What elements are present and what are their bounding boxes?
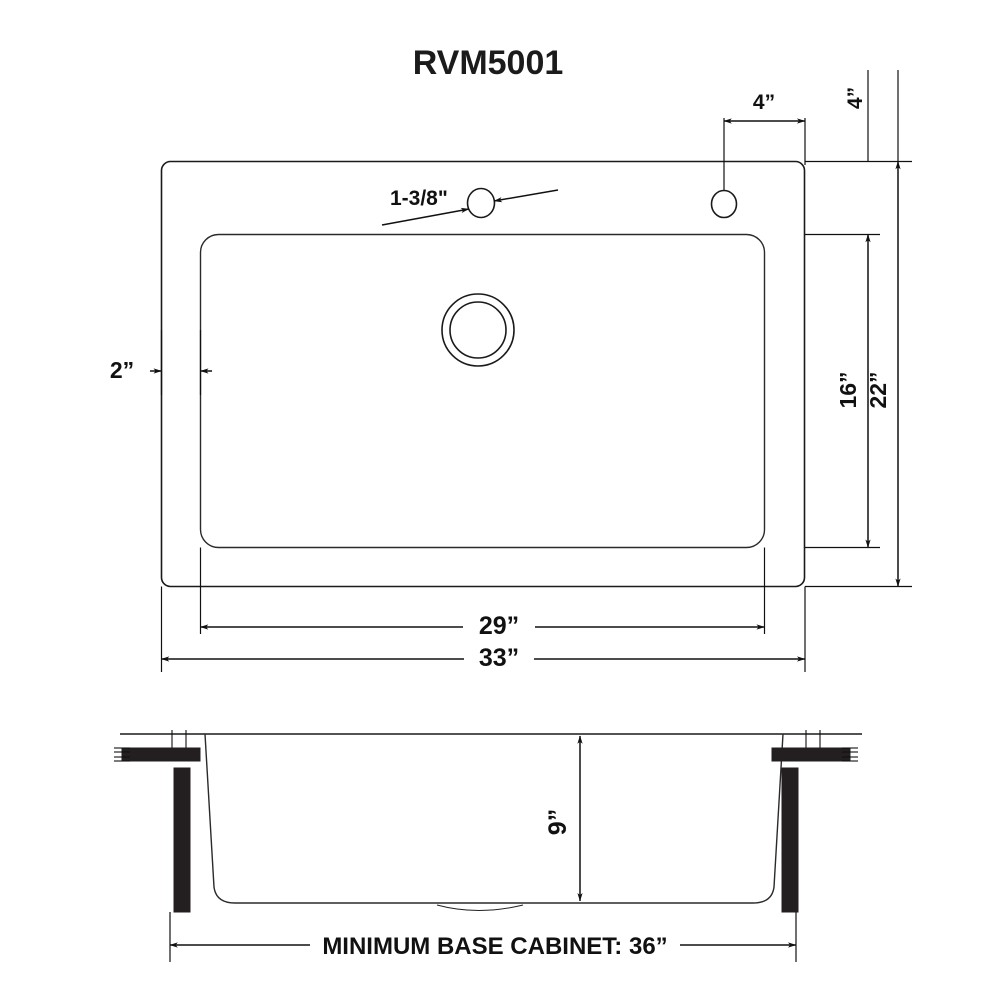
cross-section-view: 9” MINIMUM BASE CABINET: 36” (114, 730, 862, 962)
dimension-rim-left-offset: 2” (110, 330, 212, 395)
section-drain-dip (436, 904, 524, 911)
dimension-4in-vertical-label: 4” (844, 87, 867, 109)
min-base-cabinet-label: MINIMUM BASE CABINET: 36” (322, 933, 667, 960)
faucet-hole-diameter-label: 1-3/8" (390, 187, 448, 210)
top-view (160, 160, 806, 588)
faucet-hole-icon-right (710, 189, 738, 219)
drain-circle-icon (441, 293, 515, 367)
dimension-29in-label: 29” (479, 612, 519, 640)
dimension-basin-height: 16” (835, 233, 871, 548)
dimension-4in-horizontal-label: 4” (753, 91, 775, 114)
dimension-9in-label: 9” (544, 809, 572, 835)
faucet-hole-diameter-callout: 1-3/8" (381, 187, 559, 226)
dimension-2in-label: 2” (110, 357, 134, 383)
page-title: RVM5001 (413, 44, 564, 82)
dimension-min-base-cabinet: MINIMUM BASE CABINET: 36” (169, 912, 797, 962)
dimension-22in-label: 22” (865, 371, 891, 408)
faucet-hole-icon-center (466, 187, 496, 219)
dimension-basin-width: 29” (199, 547, 766, 640)
dimension-33in-label: 33” (479, 644, 519, 672)
section-bowl-profile (204, 733, 784, 904)
sink-inner-basin (199, 233, 766, 549)
dimension-overall-width: 33” (160, 586, 806, 672)
dimension-overall-height: 22” (865, 160, 901, 587)
dimension-rim-to-hole-right: 4” (723, 91, 806, 190)
dimension-16in-label: 16” (835, 371, 861, 408)
mounting-clip-icon-left (114, 730, 201, 913)
dimension-rim-top-offset: 4” (844, 87, 867, 109)
mounting-clip-icon-right (771, 730, 858, 913)
dimension-bowl-depth: 9” (544, 735, 583, 902)
right-extension-lines (805, 70, 912, 588)
sink-outer-rim (160, 160, 806, 588)
